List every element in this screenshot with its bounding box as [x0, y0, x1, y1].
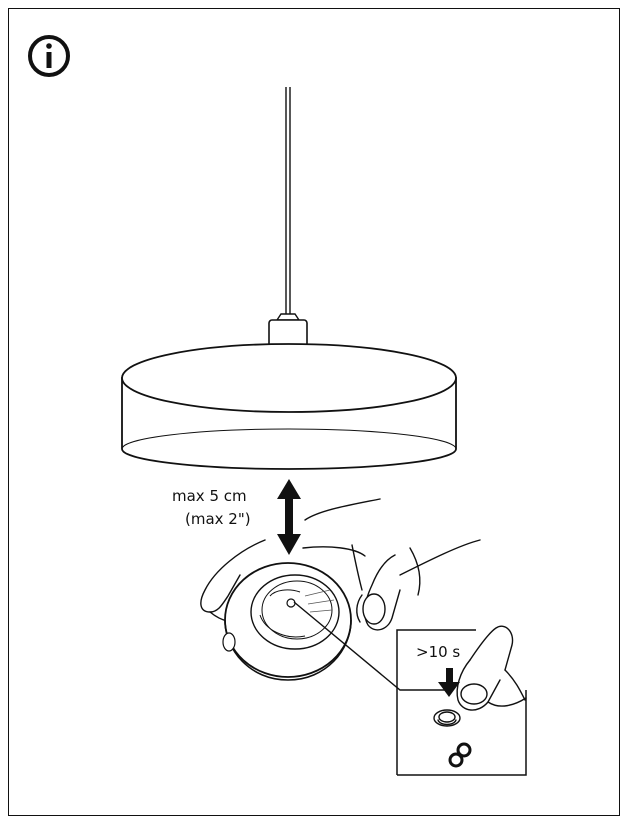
inset-box [396, 629, 527, 776]
distance-label-cm: max 5 cm [172, 487, 247, 505]
sensor-device [222, 562, 352, 681]
info-icon [28, 35, 70, 77]
down-arrow-icon [438, 668, 460, 697]
pairing-link-icon [448, 742, 472, 768]
diagram-frame [8, 8, 620, 816]
leader-line [293, 601, 448, 691]
distance-label-in: (max 2") [185, 510, 251, 528]
pendant-cord [285, 87, 291, 314]
inset-finger [433, 625, 527, 727]
press-time-label: >10 s [416, 643, 461, 661]
double-arrow-icon [277, 479, 301, 555]
lamp-socket [268, 313, 308, 349]
lamp-shade [121, 343, 457, 470]
